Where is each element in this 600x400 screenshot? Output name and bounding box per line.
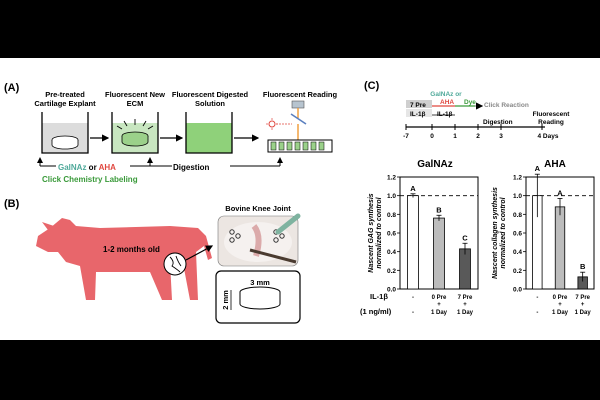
panel-a-label: (A): [4, 82, 20, 94]
height-dimension-label: 2 mm: [221, 290, 230, 310]
y-axis-label: Nascent collagen synthesisnormalized to …: [492, 187, 507, 279]
arrow-to-joint: [185, 245, 214, 261]
timeline-click: Click Reaction: [484, 102, 529, 109]
il-label: IL-1β: [370, 292, 388, 301]
treatment-plus: +: [437, 302, 441, 308]
cow-silhouette: [36, 218, 212, 300]
figure-svg: (A) Pre-treated Cartilage Explant Fluore…: [4, 80, 595, 324]
dose-label: (1 ng/ml): [360, 307, 392, 316]
panel-c-label: (C): [364, 80, 380, 92]
treatment-control: -: [412, 295, 414, 301]
treatment-control: -: [536, 310, 538, 316]
timeline-aha: AHA: [440, 99, 454, 106]
step1-label-line1: Pre-treated: [45, 90, 85, 99]
explant-dimension-diagram: [215, 270, 301, 324]
step2-label-line2: ECM: [127, 99, 144, 108]
y-tick-label: 0.8: [513, 212, 522, 219]
chart-title: AHA: [544, 159, 566, 170]
bar: [407, 195, 419, 290]
age-label: 1-2 months old: [103, 245, 160, 254]
treatment-pre: 0 Pre: [432, 295, 447, 301]
timeline-dye: Dye: [464, 99, 476, 106]
treatment-legend: IL-1β (1 ng/ml): [360, 292, 392, 316]
treatment-plus: +: [463, 302, 467, 308]
step4-label-line1: Fluorescent Reading: [263, 90, 338, 99]
y-tick-label: 0.4: [387, 249, 396, 256]
significance-letter: A: [557, 188, 563, 197]
timeline-reading-2: Reading: [538, 119, 564, 126]
treatment-plus: +: [581, 302, 585, 308]
significance-letter: A: [410, 184, 416, 193]
bar: [433, 217, 445, 290]
chart-aha: AHA Nascent collagen synthesisnormalized …: [492, 159, 595, 294]
step2-label-line1: Fluorescent New: [105, 90, 165, 99]
significance-letter: C: [462, 233, 468, 242]
probe-label: GalNAz or AHA: [58, 163, 116, 172]
figure-panel: (A) Pre-treated Cartilage Explant Fluore…: [0, 58, 600, 340]
galnaz-label: GalNAz: [58, 163, 86, 172]
or-label: or: [86, 163, 98, 172]
y-axis-label: Nascent GAG synthesisnormalized to contr…: [368, 193, 383, 272]
y-tick-label: 0.6: [387, 231, 396, 238]
significance-letter: B: [436, 205, 442, 214]
treatment-control: -: [412, 310, 414, 316]
tick-label: 4 Days: [538, 133, 559, 140]
timeline-il: IL-1β: [437, 111, 453, 118]
y-tick-label: 0.4: [513, 249, 522, 256]
treatment-duration: 1 Day: [457, 310, 474, 316]
tick-label: 0: [430, 133, 434, 140]
significance-letter: A: [535, 164, 541, 173]
y-tick-label: 1.0: [387, 193, 396, 200]
treatment-duration: 1 Day: [575, 310, 592, 316]
treatment-pre: 7 Pre: [458, 295, 473, 301]
tick-label: -7: [403, 133, 409, 140]
glow-rays: [116, 119, 154, 130]
beaker-digested-solution: [185, 112, 233, 154]
timeline: GalNAz or AHA Dye 7 Pre Click Reaction I…: [403, 91, 570, 140]
treatment-control: -: [536, 295, 538, 301]
beaker-fluorescent-ecm: [111, 112, 159, 154]
timeline-pre: 7 Pre: [410, 102, 426, 109]
treatment-duration: 1 Day: [431, 310, 448, 316]
y-tick-label: 0.8: [387, 212, 396, 219]
y-tick-label: 0.2: [513, 268, 522, 275]
timeline-reading-1: Fluorescent: [533, 111, 571, 118]
knee-joint-icon: [163, 252, 187, 276]
y-tick-label: 0.0: [513, 287, 522, 294]
click-chemistry-label: Click Chemistry Labeling: [42, 175, 138, 184]
significance-letter: B: [580, 262, 586, 271]
timeline-galnaz-or: GalNAz or: [430, 91, 462, 98]
treatment-pre: 0 Pre: [553, 295, 568, 301]
y-tick-label: 0.0: [387, 287, 396, 294]
step3-label-line1: Fluorescent Digested: [172, 90, 249, 99]
tick-label: 1: [453, 133, 457, 140]
bovine-knee-joint-label: Bovine Knee Joint: [225, 204, 291, 213]
beaker-pretreated: [41, 112, 89, 154]
width-dimension-label: 3 mm: [250, 278, 270, 287]
joint-photo: [217, 213, 301, 267]
digestion-label: Digestion: [173, 163, 210, 172]
chart-title: GalNAz: [417, 159, 453, 170]
y-tick-label: 0.2: [387, 268, 396, 275]
step3-label-line2: Solution: [195, 99, 225, 108]
step1-label-line2: Cartilage Explant: [34, 99, 96, 108]
panel-b-label: (B): [4, 198, 20, 210]
treatment-duration: 1 Day: [552, 310, 569, 316]
y-tick-label: 1.2: [513, 175, 522, 182]
y-tick-label: 1.0: [513, 193, 522, 200]
bar: [459, 248, 471, 290]
plate-reader-icon: [266, 100, 333, 153]
y-tick-label: 1.2: [387, 175, 396, 182]
timeline-digestion: Digestion: [483, 119, 513, 126]
bar: [554, 206, 566, 290]
treatment-pre: 7 Pre: [575, 295, 590, 301]
tick-label: 2: [476, 133, 480, 140]
timeline-il-pre: IL-1β: [410, 111, 426, 118]
y-tick-label: 0.6: [513, 231, 522, 238]
aha-label: AHA: [99, 163, 117, 172]
treatment-plus: +: [558, 302, 562, 308]
tick-label: 3: [499, 133, 503, 140]
